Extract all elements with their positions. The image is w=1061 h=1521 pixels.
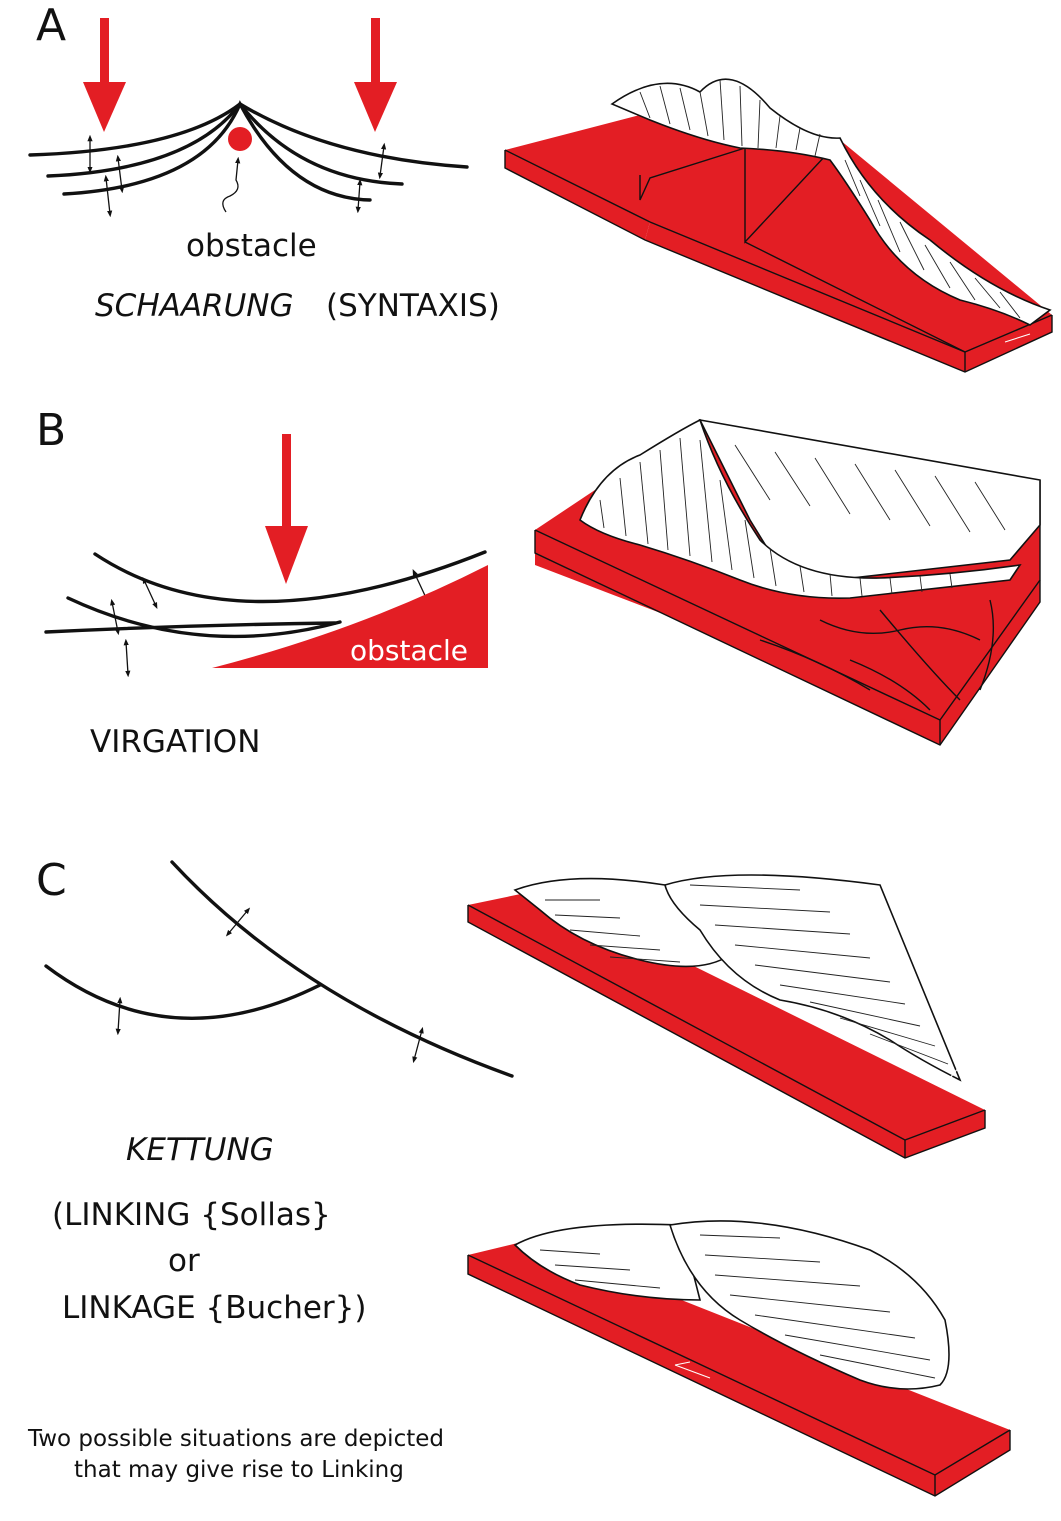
- panel-a-term-gloss: (SYNTAXIS): [326, 288, 500, 324]
- panel-a-letter: A: [36, 0, 66, 51]
- panel-c-term: KETTUNG: [126, 1132, 274, 1168]
- block-diagram-c-lower: [467, 1220, 1011, 1497]
- compression-arrow-b: [265, 434, 308, 584]
- panel-a: A obstacle SCHAARUNG (SYNTAXIS): [28, 0, 1053, 373]
- block-diagram-c-upper: [467, 874, 986, 1159]
- panel-c-note-line1: Two possible situations are depicted: [27, 1426, 444, 1452]
- panel-c: C KETTUNG (LINKING {Sollas} or LINKAGE {…: [27, 855, 1011, 1497]
- block-diagram-a: [504, 78, 1053, 373]
- panel-a-term: SCHAARUNG: [95, 288, 294, 324]
- compression-arrow-left: [83, 18, 126, 132]
- panel-c-gloss-line2: or: [168, 1243, 200, 1279]
- fold-traces-virgation: [44, 550, 487, 678]
- panel-c-gloss-line1: (LINKING {Sollas}: [52, 1197, 331, 1233]
- panel-c-note-line2: that may give rise to Linking: [74, 1457, 404, 1483]
- panel-c-letter: C: [36, 855, 67, 906]
- block-diagram-b: [534, 418, 1041, 746]
- panel-b-letter: B: [36, 405, 66, 456]
- panel-a-obstacle-label: obstacle: [186, 228, 317, 264]
- obstacle-pointer: [222, 156, 241, 213]
- obstacle-wedge-b: obstacle: [212, 565, 488, 668]
- panel-b-obstacle-label: obstacle: [350, 634, 468, 667]
- panel-b-term: VIRGATION: [90, 724, 260, 760]
- panel-c-gloss-line3: LINKAGE {Bucher}): [62, 1290, 366, 1326]
- compression-arrow-right: [354, 18, 397, 132]
- panel-b: B obstacle VIRGATION: [36, 405, 1041, 760]
- fold-traces-syntaxis: [28, 100, 469, 218]
- obstacle-marker: [228, 127, 252, 151]
- fold-traces-linking: [44, 860, 514, 1078]
